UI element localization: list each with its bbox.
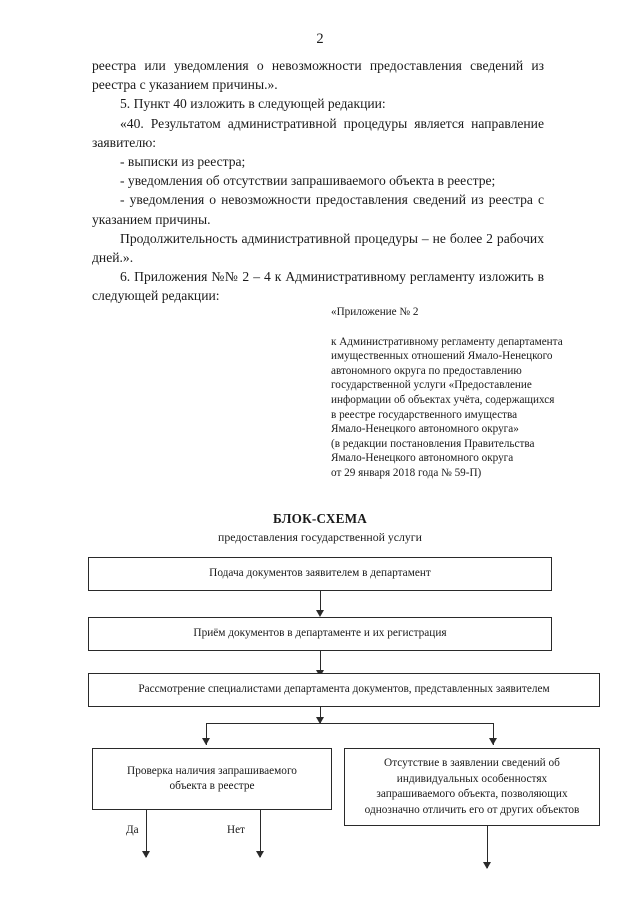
appendix-line-8: (в редакции постановления Правительства xyxy=(331,437,535,450)
connector-2-3 xyxy=(319,651,321,674)
flow-box-missing-details-line4: однозначно отличить его от других объект… xyxy=(364,803,580,816)
edge-label-yes: Да xyxy=(124,824,141,837)
appendix-line-2: имущественных отношений Ямало-Ненецкого xyxy=(331,350,553,363)
flow-box-missing-details-line2: индивидуальных особенностях xyxy=(396,772,548,785)
scheme-title: БЛОК-СХЕМА xyxy=(273,511,367,526)
appendix-header-block: «Приложение № 2 к Административному регл… xyxy=(331,305,581,481)
paragraph-5: - уведомления об отсутствии запрашиваемо… xyxy=(120,173,496,189)
paragraph-3: «40. Результатом административной процед… xyxy=(92,115,544,150)
connector-3-right-branch xyxy=(492,723,494,745)
scheme-subtitle: предоставления государственной услуги xyxy=(218,530,422,544)
arrowhead-yes xyxy=(141,851,150,858)
appendix-line-10: от 29 января 2018 года № 59-П) xyxy=(331,466,482,479)
flow-box-reception-label: Приём документов в департаменте и их рег… xyxy=(193,627,447,640)
flow-box-missing-details-line3: запрашиваемого объекта, позволяющих xyxy=(376,788,568,800)
appendix-title: «Приложение № 2 xyxy=(331,306,419,318)
flow-box-missing-details: Отсутствие в заявлении сведений об индив… xyxy=(344,748,600,826)
paragraph-2: 5. Пункт 40 изложить в следующей редакци… xyxy=(120,96,386,112)
flow-box-review: Рассмотрение специалистами департамента … xyxy=(88,673,600,707)
paragraph-4: - выписки из реестра; xyxy=(120,154,246,170)
appendix-line-3: автономного округа по предоставлению xyxy=(331,364,522,377)
connector-no xyxy=(259,810,261,857)
connector-1-2 xyxy=(319,591,321,614)
flow-box-review-label: Рассмотрение специалистами департамента … xyxy=(138,683,550,696)
flow-box-check-registry-line2: объекта в реестре xyxy=(169,780,255,792)
arrowhead-3-split xyxy=(315,717,324,724)
appendix-line-9: Ямало-Ненецкого автономного округа xyxy=(331,452,514,465)
paragraph-8: 6. Приложения №№ 2 – 4 к Административно… xyxy=(92,269,544,304)
connector-3-left-branch xyxy=(206,723,208,745)
paragraph-6: - уведомления о невозможности предоставл… xyxy=(92,192,544,227)
flow-box-check-registry-text: Проверка наличия запрашиваемого объекта … xyxy=(127,764,297,795)
page-number: 2 xyxy=(316,31,324,47)
flow-box-reception: Приём документов в департаменте и их рег… xyxy=(88,617,552,651)
appendix-line-4: государственной услуги «Предоставление xyxy=(331,379,532,392)
appendix-line-5: информации об объектах учёта, содержащих… xyxy=(331,393,555,406)
connector-missing-details-out xyxy=(486,826,488,868)
arrowhead-1-2 xyxy=(315,610,324,617)
connector-3-split-bar xyxy=(206,723,493,725)
arrowhead-no xyxy=(255,851,264,858)
arrowhead-branch-right xyxy=(488,738,497,745)
flow-box-check-registry-line1: Проверка наличия запрашиваемого xyxy=(127,764,297,777)
flow-box-missing-details-line1: Отсутствие в заявлении сведений об xyxy=(384,757,560,769)
flow-box-missing-details-text: Отсутствие в заявлении сведений об индив… xyxy=(365,756,580,818)
connector-yes xyxy=(145,810,147,857)
connector-3-split-stem xyxy=(319,707,321,724)
appendix-line-1: к Административному регламенту департаме… xyxy=(331,335,563,348)
paragraph-7: Продолжительность административной проце… xyxy=(92,230,544,266)
edge-label-no: Нет xyxy=(225,824,247,837)
appendix-line-6: в реестре государственного имущества xyxy=(331,408,518,421)
flow-box-submission: Подача документов заявителем в департаме… xyxy=(88,557,552,591)
arrowhead-missing-details-out xyxy=(482,862,491,869)
body-text-block: реестра или уведомления о невозможности … xyxy=(92,56,544,306)
arrowhead-branch-left xyxy=(202,738,210,745)
flow-box-submission-label: Подача документов заявителем в департаме… xyxy=(209,567,431,580)
flow-box-check-registry: Проверка наличия запрашиваемого объекта … xyxy=(92,748,332,810)
appendix-line-7: Ямало-Ненецкого автономного округа» xyxy=(331,423,519,436)
paragraph-1: реестра или уведомления о невозможности … xyxy=(92,58,544,93)
